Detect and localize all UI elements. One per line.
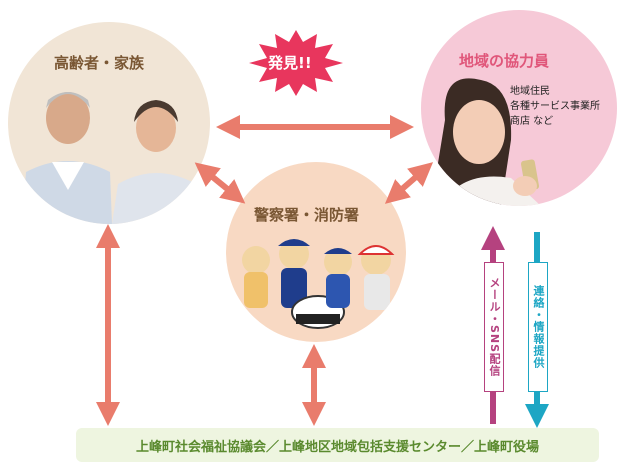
regional-cooperator-item: 商店 など <box>510 116 554 127</box>
police-fire-title: 警察署・消防署 <box>254 206 360 224</box>
discovery-burst-shape <box>249 30 343 96</box>
arrow-elderly-police <box>194 162 246 204</box>
regional-cooperator-list: 地域住民 各種サービス事業所 商店 など <box>510 84 600 129</box>
elderly-family-title: 高齢者・家族 <box>54 54 145 72</box>
police-fire-circle <box>226 162 406 342</box>
regional-cooperator-item: 地域住民 <box>510 86 550 97</box>
arrow-region-police <box>384 162 434 204</box>
organization-footer: 上峰町社会福祉協議会／上峰地区地域包括支援センター／上峰町役場 <box>76 428 599 462</box>
regional-cooperator-item: 各種サービス事業所 <box>510 101 600 112</box>
regional-cooperator-title: 地域の協力員 <box>459 52 550 70</box>
elderly-family-circle <box>8 22 210 224</box>
contact-info-label: 連絡・情報提供 <box>528 262 548 392</box>
discovery-label: 発見!! <box>268 54 312 72</box>
mail-sns-label: メール・SNS配信 <box>484 262 504 392</box>
regional-cooperator-circle <box>421 10 617 206</box>
police-fire-mascots-illustration <box>242 239 395 329</box>
